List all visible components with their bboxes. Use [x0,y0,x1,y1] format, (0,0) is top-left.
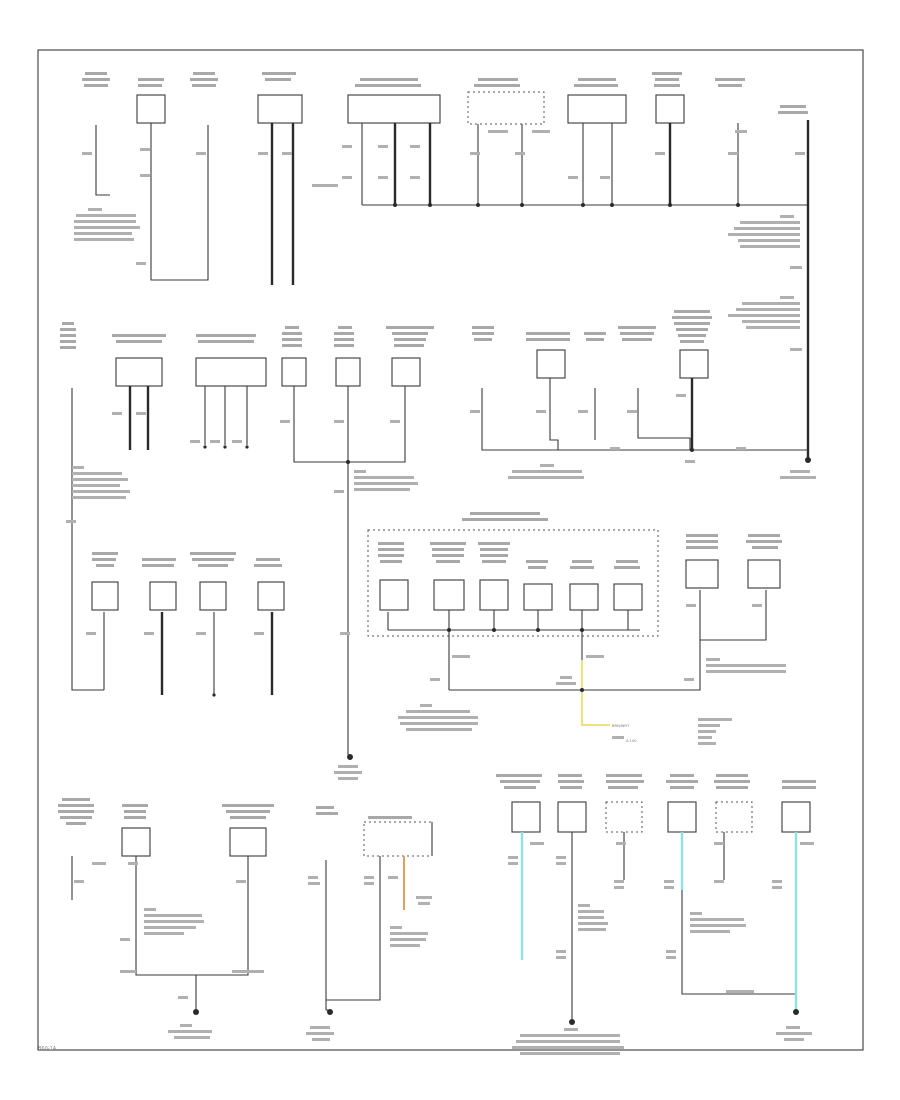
bottom-component-2 [229,827,267,857]
ip-component-1 [379,579,409,611]
mid-component-2 [195,357,267,387]
second-row [60,310,816,780]
mid-component-4 [335,357,361,387]
bottom-component-3 [363,821,433,857]
ip-component-4 [523,583,553,611]
mid-component-5 [391,357,421,387]
lower-left-component-2 [149,581,177,611]
bottom-component-9 [781,801,811,833]
top-component-2 [136,94,166,124]
third-row: BRN/WHT A-100 [86,512,786,745]
top-component-5 [347,94,441,124]
ip-component-2 [433,579,465,611]
bottom-component-7 [667,801,697,833]
top-component-8 [655,94,685,124]
bottom-row [58,774,816,1055]
yellow-wire-sublabel: A-100 [626,739,637,743]
mid-component-3 [281,357,307,387]
bottom-component-8 [715,801,753,833]
lower-left-component-3 [199,581,227,611]
ip-component-3 [479,579,509,611]
ip-component-6 [613,583,643,611]
bottom-component-1 [121,827,151,857]
mid-component-7 [679,349,709,379]
yellow-wire-label: BRN/WHT [612,724,630,728]
bottom-component-6 [605,801,643,833]
diagram-frame [37,49,864,1051]
right-component-1 [685,559,719,589]
top-component-4 [257,94,303,124]
bottom-component-4 [511,801,541,833]
ip-component-5 [569,583,599,611]
lower-left-component-4 [257,581,285,611]
top-row [74,72,810,460]
corner-code: B60-1A [38,1046,57,1052]
lower-left-component-1 [91,581,119,611]
instrument-panel-group [367,529,659,637]
right-component-2 [747,559,781,589]
mid-component-6 [536,349,566,379]
top-component-7 [567,94,627,124]
bottom-component-5 [557,801,587,833]
top-component-6 [467,91,545,125]
mid-component-1 [115,357,163,387]
